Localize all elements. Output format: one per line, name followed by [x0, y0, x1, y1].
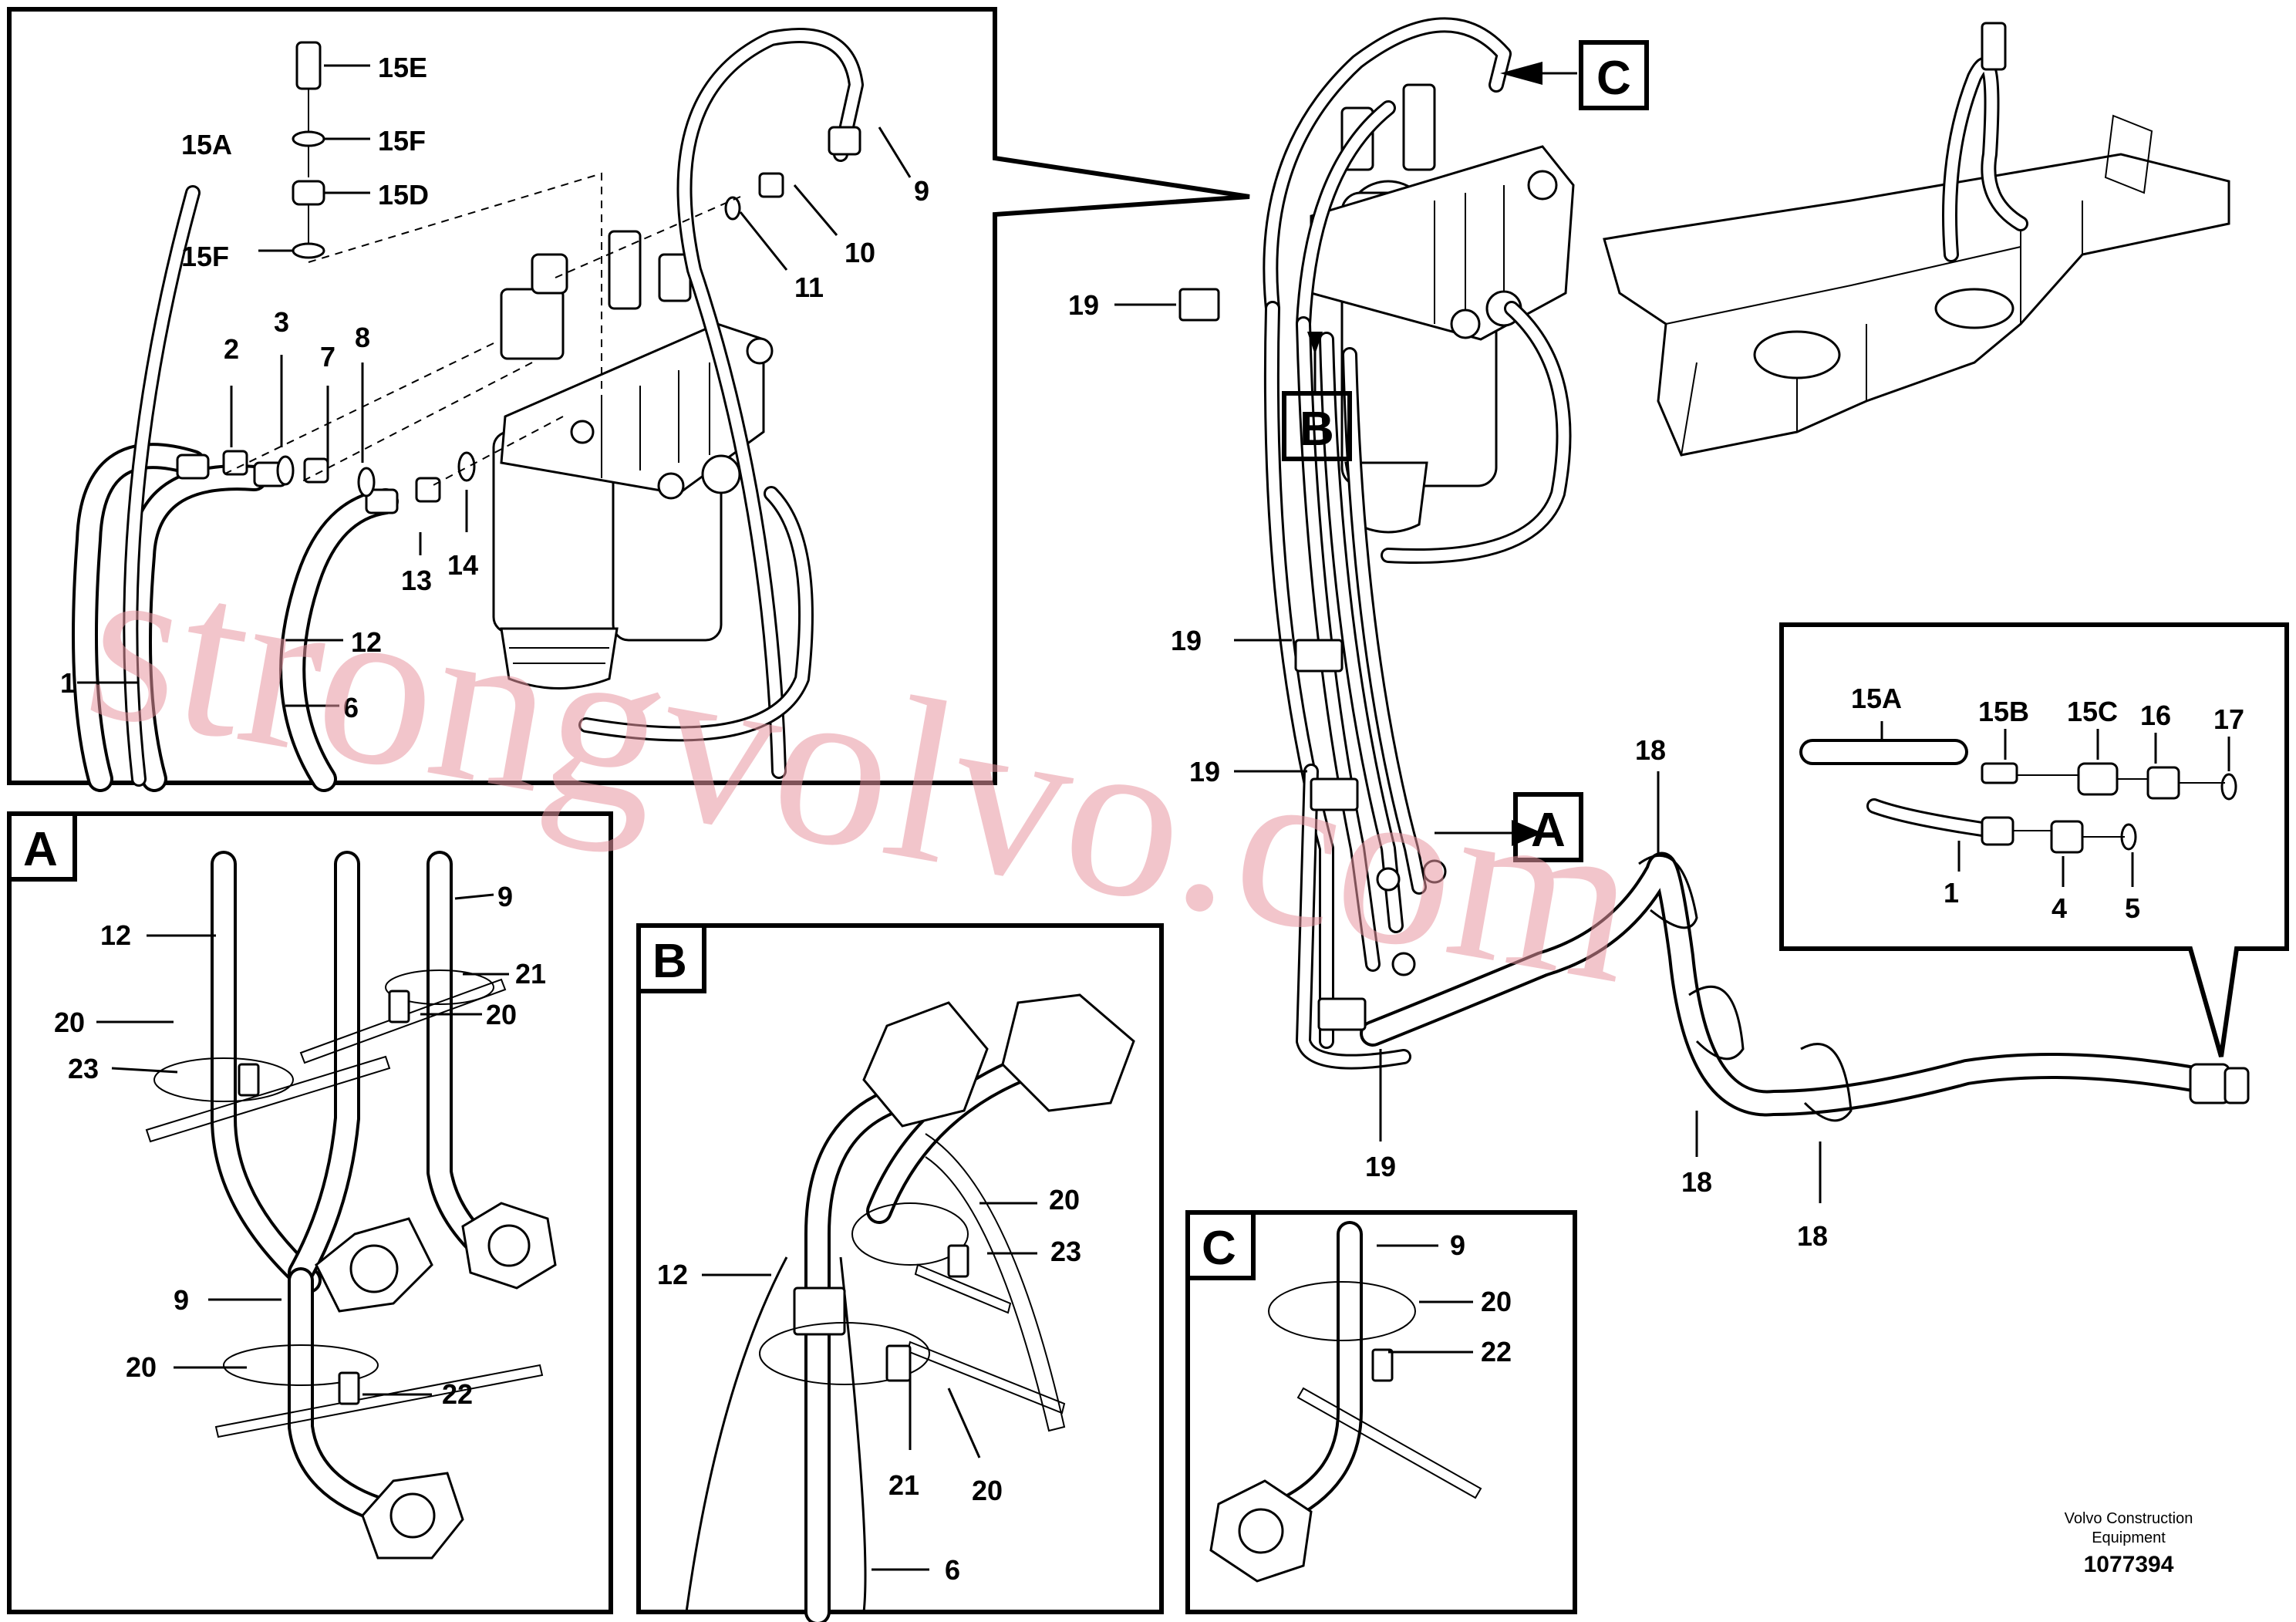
part-label-4: 4: [2052, 892, 2067, 924]
part-label-15B: 15B: [1978, 696, 2029, 727]
part-label-18-a: 18: [1635, 734, 1666, 766]
callout-letter-c-main: C: [1596, 52, 1631, 105]
part-label-15C: 15C: [2067, 696, 2118, 727]
part-label-a-23: 23: [68, 1053, 99, 1084]
view-c-panel: [1185, 1210, 1577, 1614]
part-label-8: 8: [355, 322, 370, 353]
part-label-15F-bottom: 15F: [181, 241, 229, 272]
callout-box-a-main: [1513, 792, 1583, 862]
part-label-10: 10: [845, 237, 875, 268]
part-label-a-22: 22: [442, 1378, 473, 1410]
part-label-18-c: 18: [1797, 1220, 1828, 1252]
part-label-b-6: 6: [945, 1554, 960, 1586]
part-label-19-a: 19: [1068, 289, 1099, 321]
part-label-b-23: 23: [1050, 1236, 1081, 1267]
view-a-letter-box: [7, 811, 77, 882]
part-label-a-12: 12: [100, 919, 131, 951]
part-label-a-9-top: 9: [497, 881, 513, 912]
part-label-a-21: 21: [515, 958, 546, 990]
hose-assembly-main: [1114, 17, 2250, 1203]
view-b-letter: B: [652, 935, 687, 988]
callout-box-c-main: [1579, 40, 1649, 110]
part-label-3: 3: [274, 306, 289, 338]
part-label-c-22: 22: [1481, 1336, 1512, 1367]
machine-frame-overview: [1603, 22, 2230, 457]
part-label-19-b: 19: [1171, 625, 1202, 656]
view-a-letter: A: [23, 823, 58, 876]
view-a-panel: [7, 811, 613, 1614]
part-label-13: 13: [401, 565, 432, 596]
callout-letter-b-main: B: [1300, 403, 1334, 456]
part-label-5: 5: [2125, 892, 2140, 924]
view-c-letter: C: [1202, 1222, 1236, 1275]
fuel-filter-housing: [492, 230, 774, 690]
footer-drawing-number: 1077394: [2084, 1552, 2174, 1577]
fuel-filter-detail-panel: [7, 7, 1250, 792]
part-label-c-9: 9: [1450, 1229, 1465, 1261]
watermark-text: strongvolvo.com: [72, 508, 1654, 1032]
part-label-b-20-a: 20: [1049, 1184, 1080, 1216]
part-label-15F-top: 15F: [378, 125, 426, 157]
callout-letter-a-main: A: [1531, 804, 1566, 857]
part-label-2: 2: [224, 333, 239, 365]
part-label-1-main: 1: [60, 667, 76, 699]
part-label-b-12: 12: [657, 1259, 688, 1290]
part-label-7: 7: [320, 341, 335, 373]
view-c-letter-box: [1185, 1210, 1256, 1280]
part-label-a-20-a: 20: [54, 1007, 85, 1038]
footer-company-line2: Equipment: [2092, 1529, 2166, 1546]
part-label-15A-right: 15A: [1851, 683, 1902, 714]
part-label-a-20-b: 20: [486, 999, 517, 1030]
part-label-16: 16: [2140, 700, 2171, 731]
part-label-b-20-b: 20: [972, 1475, 1003, 1506]
part-label-18-b: 18: [1681, 1166, 1712, 1198]
part-label-9-main: 9: [914, 175, 929, 207]
part-label-19-c: 19: [1189, 756, 1220, 787]
part-label-15E: 15E: [378, 52, 427, 83]
connector-detail-panel: [1779, 622, 2289, 1057]
view-b-letter-box: [636, 923, 706, 993]
part-label-a-9: 9: [174, 1284, 189, 1316]
part-label-17: 17: [2213, 703, 2244, 735]
part-label-6-main: 6: [343, 692, 359, 723]
part-label-12-main: 12: [351, 626, 382, 658]
part-label-14: 14: [447, 549, 478, 581]
part-label-a-20-c: 20: [126, 1351, 157, 1383]
callout-box-b-main: [1282, 391, 1352, 461]
part-label-c-20: 20: [1481, 1286, 1512, 1317]
part-label-15D: 15D: [378, 179, 429, 211]
footer-company-line1: Volvo Construction: [2065, 1510, 2193, 1527]
part-label-15A-main: 15A: [181, 129, 232, 160]
view-b-panel: [636, 923, 1164, 1622]
part-label-19-d: 19: [1365, 1151, 1396, 1182]
part-label-11: 11: [794, 271, 824, 303]
part-label-1-right: 1: [1944, 877, 1959, 909]
part-label-b-21: 21: [888, 1469, 919, 1501]
